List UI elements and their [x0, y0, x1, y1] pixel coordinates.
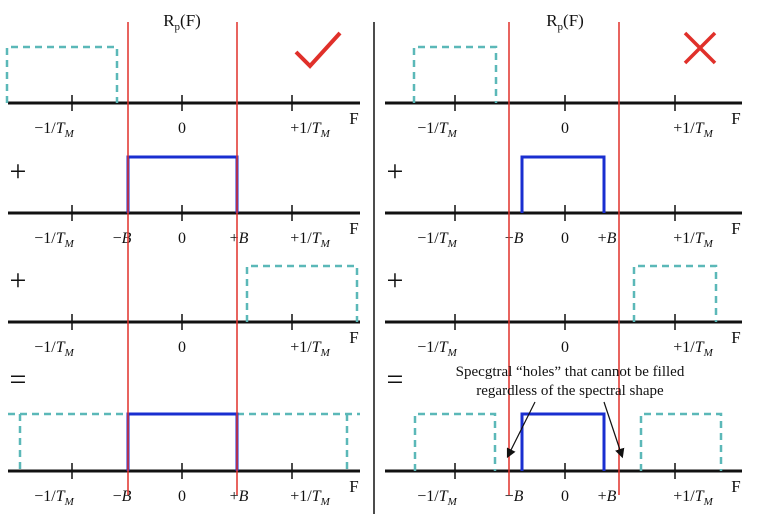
tick-label: 0: [561, 230, 569, 247]
baseband-spectrum: [520, 412, 606, 471]
tick-label: −1/TM: [417, 120, 457, 140]
tick-label: +B: [598, 230, 617, 247]
tick-label: +1/TM: [673, 230, 713, 250]
tick-label: +1/TM: [290, 488, 330, 508]
tick-label: 0: [561, 339, 569, 356]
tick-label: −B: [505, 488, 524, 505]
axis-label-f: F: [349, 328, 358, 347]
tick-label: 0: [178, 120, 186, 137]
tick-label: +1/TM: [290, 230, 330, 250]
tick-label: −1/TM: [34, 339, 74, 359]
tick-label: +1/TM: [673, 120, 713, 140]
spectral-replica-left: [5, 45, 119, 103]
tick-label: +1/TM: [290, 339, 330, 359]
tick-label: −1/TM: [417, 230, 457, 250]
axis-label-f: F: [731, 109, 740, 128]
axis-label-f: F: [349, 477, 358, 496]
spectrum-title: Rp(F): [546, 11, 584, 33]
tick-label: −1/TM: [34, 488, 74, 508]
operator-symbol: +: [10, 264, 27, 297]
tick-label: −1/TM: [34, 230, 74, 250]
tick-label: 0: [178, 488, 186, 505]
axis-label-f: F: [731, 219, 740, 238]
spectral-replica-left: [412, 45, 498, 103]
tick-label: 0: [561, 488, 569, 505]
tick-label: −1/TM: [417, 339, 457, 359]
checkmark-icon: [294, 31, 342, 69]
annotation-arrow: [603, 401, 625, 459]
tick-label: +1/TM: [290, 120, 330, 140]
spectral-replica-left: [413, 412, 497, 471]
tick-label: 0: [561, 120, 569, 137]
annotation-arrow: [506, 401, 536, 459]
annotation-text: Specgtral “holes” that cannot be filled: [456, 364, 685, 380]
axis-label-f: F: [731, 477, 740, 496]
axis-label-f: F: [731, 328, 740, 347]
tick-label: +1/TM: [673, 339, 713, 359]
tick-label: +B: [230, 230, 249, 247]
operator-symbol: =: [387, 363, 404, 396]
tick-label: −B: [113, 488, 132, 505]
cross-icon: [683, 31, 717, 65]
operator-symbol: +: [387, 155, 404, 188]
spectral-replica-right: [639, 412, 723, 471]
baseband-spectrum: [520, 155, 606, 213]
tick-label: −B: [505, 230, 524, 247]
tick-label: 0: [178, 230, 186, 247]
tick-label: −B: [113, 230, 132, 247]
tick-label: +1/TM: [673, 488, 713, 508]
annotation-text: regardless of the spectral shape: [476, 383, 664, 399]
spectral-replica-right: [632, 264, 718, 322]
tick-label: +B: [230, 488, 249, 505]
operator-symbol: +: [387, 264, 404, 297]
tick-label: 0: [178, 339, 186, 356]
baseband-spectrum: [126, 155, 239, 213]
operator-symbol: +: [10, 155, 27, 188]
axis-label-f: F: [349, 109, 358, 128]
tick-label: +B: [598, 488, 617, 505]
operator-symbol: =: [10, 363, 27, 396]
tick-label: −1/TM: [417, 488, 457, 508]
spectrum-title: Rp(F): [163, 11, 201, 33]
tick-label: −1/TM: [34, 120, 74, 140]
spectral-replica-right: [245, 264, 359, 322]
baseband-spectrum: [126, 412, 239, 471]
axis-label-f: F: [349, 219, 358, 238]
